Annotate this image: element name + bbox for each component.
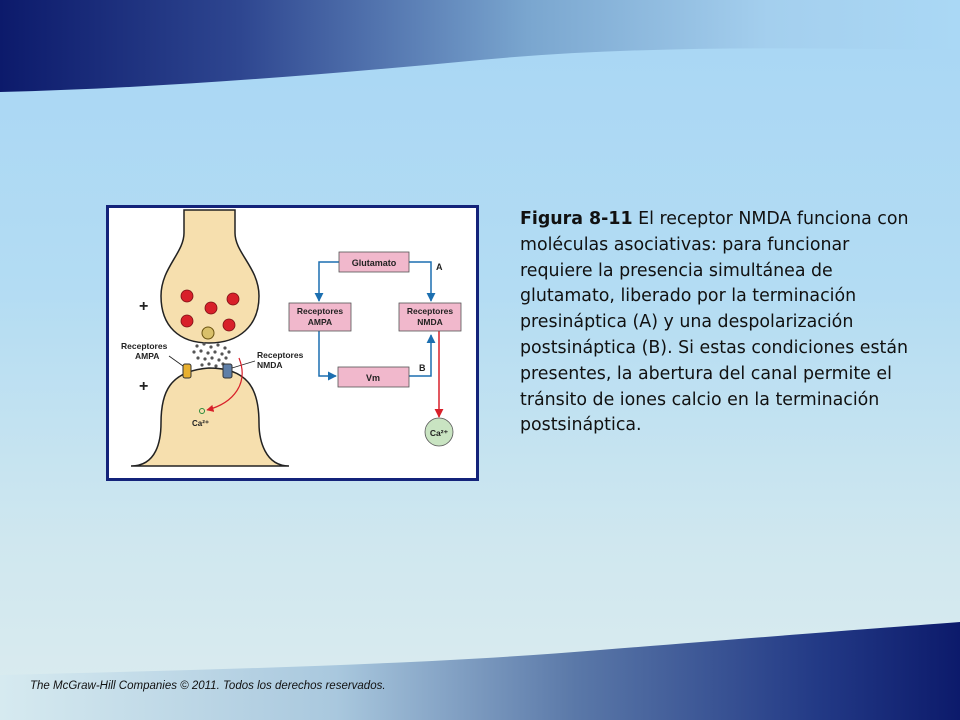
ampa-receptor [182, 363, 192, 379]
label-b: B [419, 363, 426, 373]
box-vm-label: Vm [366, 373, 380, 383]
arrow-vm-to-nmda [409, 334, 436, 377]
nmda-receptor [222, 363, 233, 379]
figure-frame: + + Receptores AMPA Receptores NMDA Ca²⁺… [106, 205, 479, 481]
ca-influx-arrow [206, 357, 243, 412]
box-nmda [398, 302, 462, 332]
vesicle [180, 314, 194, 328]
vesicle [204, 301, 218, 315]
fusing-vesicle [201, 326, 215, 340]
box-nmda-line1: Receptores [407, 306, 454, 316]
ca-circle-label: Ca²⁺ [430, 428, 449, 438]
ampa-label-line1: Receptores [121, 341, 168, 351]
box-ampa-line1: Receptores [297, 306, 344, 316]
glutamate-molecules [192, 342, 231, 368]
arrow-ampa-to-vm [318, 331, 337, 381]
ca-circle [424, 417, 454, 447]
ampa-label-line2: AMPA [135, 351, 159, 361]
top-wave-banner [0, 0, 960, 92]
arrow-glutamato-to-nmda [409, 261, 436, 302]
vesicle [222, 318, 236, 332]
box-ampa-line2: AMPA [308, 317, 332, 327]
label-a: A [436, 262, 443, 272]
bottom-wave-banner [0, 622, 960, 720]
nmda-label-line1: Receptores [257, 350, 304, 360]
plus-sign-bottom: + [139, 378, 148, 395]
box-glutamato [338, 251, 410, 273]
copyright-footer: The McGraw-Hill Companies © 2011. Todos … [30, 680, 386, 692]
box-nmda-line2: NMDA [417, 317, 443, 327]
vesicle [180, 289, 194, 303]
nmda-label-line2: NMDA [257, 360, 283, 370]
presynaptic-terminal [160, 209, 260, 344]
figure-caption: Figura 8-11 El receptor NMDA funciona co… [520, 207, 910, 439]
vesicle [226, 292, 240, 306]
figure-label: Figura 8-11 [520, 209, 633, 229]
nmda-diagram: + + Receptores AMPA Receptores NMDA Ca²⁺… [121, 209, 462, 467]
box-ampa [288, 302, 352, 332]
box-vm [337, 366, 410, 388]
box-glutamato-label: Glutamato [352, 258, 397, 268]
nmda-pointer [231, 360, 256, 369]
plus-sign-top: + [139, 298, 148, 315]
caption-text: El receptor NMDA funciona con moléculas … [520, 209, 909, 436]
postsynaptic-terminal [130, 367, 290, 467]
arrow-glutamato-to-ampa [314, 261, 339, 302]
ca-label-synapse: Ca²⁺ [192, 419, 209, 428]
ca-ion [199, 408, 205, 414]
ampa-pointer [168, 355, 184, 367]
